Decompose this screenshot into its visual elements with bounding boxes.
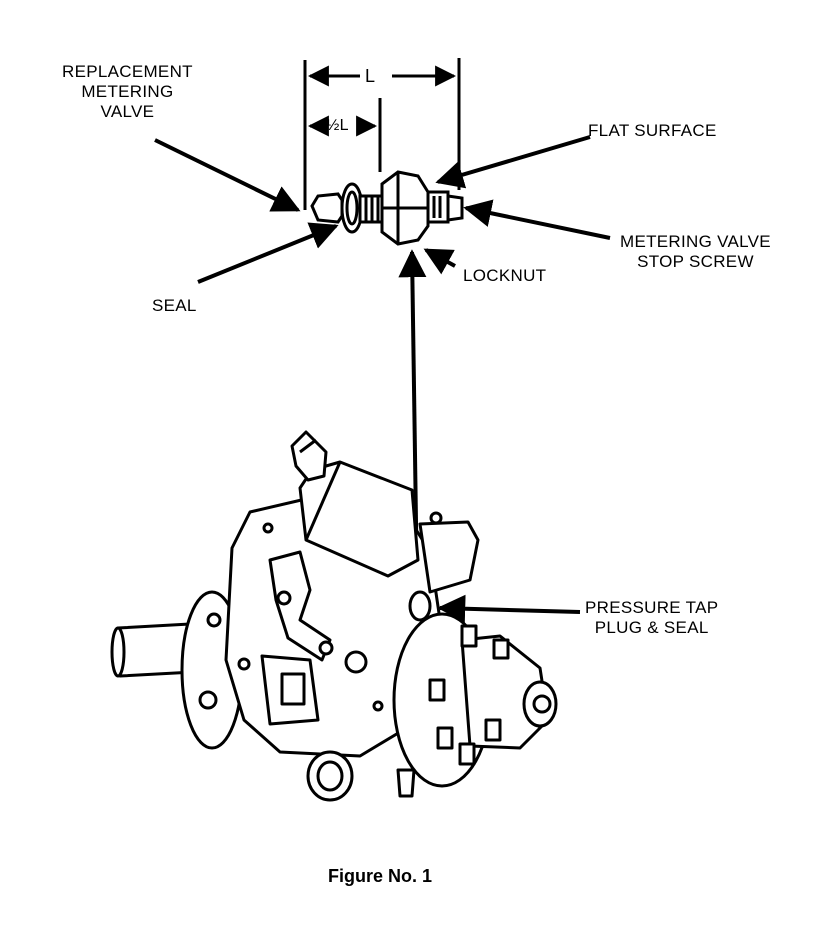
label-replacement-metering-valve: REPLACEMENT METERING VALVE [62, 62, 193, 122]
arrow-flat-surface [435, 135, 591, 189]
label-metering-valve-stop-screw: METERING VALVE STOP SCREW [620, 232, 771, 272]
arrow-pressure-tap [437, 594, 581, 623]
label-line: METERING VALVE [620, 232, 771, 251]
label-pressure-tap-plug-seal: PRESSURE TAP PLUG & SEAL [585, 598, 718, 638]
label-dimension-l: L [365, 66, 376, 86]
label-line: PRESSURE TAP [585, 598, 719, 617]
arrow-seal [197, 222, 339, 284]
label-line: METERING [81, 82, 174, 101]
label-line: VALVE [100, 102, 155, 121]
arrow-replacement-valve [154, 138, 301, 212]
label-dimension-half-l: ½L [326, 117, 349, 134]
figure-caption: Figure No. 1 [327, 866, 432, 886]
arrow-stop-screw [463, 199, 611, 240]
label-line: REPLACEMENT [62, 62, 193, 81]
label-flat-surface: FLAT SURFACE [588, 121, 717, 140]
label-line: STOP SCREW [637, 252, 754, 271]
injection-pump [110, 430, 558, 802]
metering-valve-assembly [310, 170, 464, 246]
arrow-locknut [423, 248, 456, 275]
label-seal: SEAL [152, 296, 197, 315]
label-line: PLUG & SEAL [594, 618, 709, 637]
label-locknut: LOCKNUT [463, 266, 547, 285]
